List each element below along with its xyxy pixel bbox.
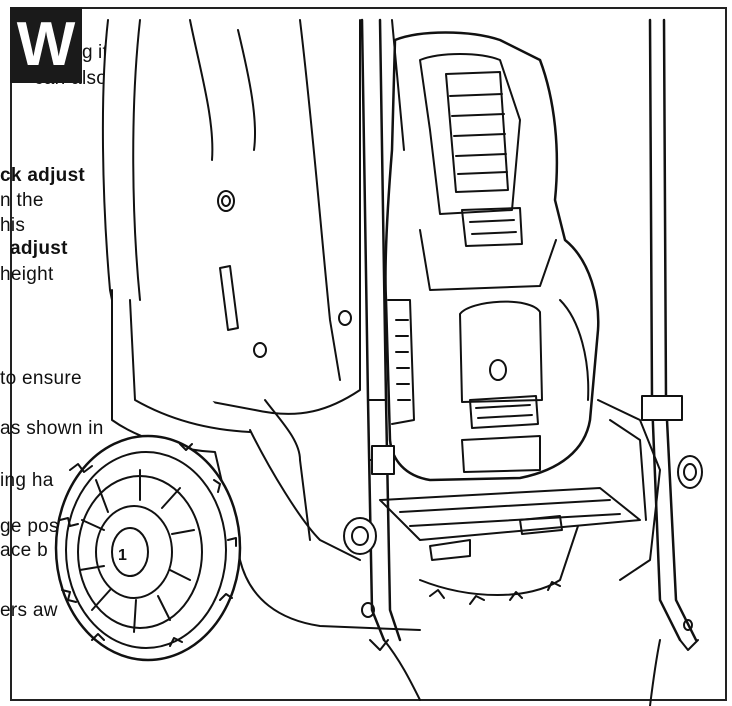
rear-cover-inner-line bbox=[132, 19, 141, 301]
text-fragment: ck adjust bbox=[0, 165, 86, 186]
right-wheel bbox=[419, 519, 581, 605]
text-fragment: ace b bbox=[0, 540, 48, 561]
text-fragment: to ensure bbox=[0, 368, 82, 389]
left-wheel bbox=[54, 434, 242, 662]
cover-screw bbox=[217, 190, 235, 212]
cover-bolt bbox=[253, 342, 267, 358]
text-fragment: ing ha bbox=[0, 470, 54, 491]
text-fragment: ge pos bbox=[0, 516, 59, 537]
cover-bolt-2 bbox=[338, 310, 352, 326]
rear-cover-panel bbox=[299, 19, 341, 381]
housing-switch bbox=[469, 395, 539, 429]
text-fragment: his bbox=[0, 215, 26, 236]
housing-button bbox=[489, 359, 507, 381]
wheel-hub-label: 1 bbox=[118, 547, 127, 564]
cover-slot bbox=[219, 265, 239, 331]
cable bbox=[391, 19, 405, 151]
right-handle bbox=[641, 18, 703, 706]
text-fragment: ers aw bbox=[0, 600, 58, 621]
text-fragment: as shown in bbox=[0, 418, 104, 439]
cover-curve-2 bbox=[237, 29, 257, 151]
cover-curve bbox=[189, 19, 214, 161]
section-badge: W bbox=[10, 7, 82, 83]
left-handle bbox=[343, 18, 421, 701]
text-fragment: adjust bbox=[10, 238, 68, 259]
text-fragment: height bbox=[0, 264, 54, 285]
text-fragment: g bbox=[82, 42, 93, 63]
axle-plate bbox=[379, 487, 641, 541]
text-fragment: n the bbox=[0, 190, 44, 211]
right-bracket bbox=[597, 399, 661, 581]
motor-housing bbox=[384, 31, 600, 482]
